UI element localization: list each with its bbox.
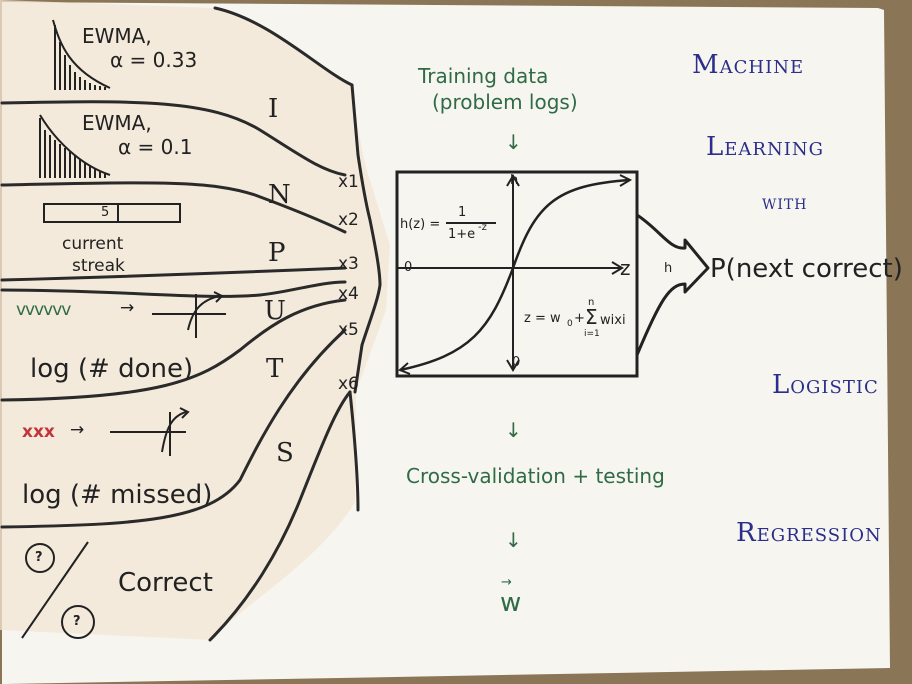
streak-box-value: 5: [101, 205, 110, 220]
z-formula-w0-subscript: 0: [567, 319, 573, 329]
title-regression: Regression: [736, 518, 882, 548]
h-formula-denominator: 1+e: [448, 227, 476, 242]
streak-box: [43, 203, 181, 223]
ewma-slow-alpha: α = 0.1: [118, 135, 193, 159]
z-axis-label: z: [620, 256, 631, 280]
fraction-numerator: ?: [35, 550, 43, 565]
z-formula-sigma: Σ: [585, 305, 598, 329]
training-data-line2: (problem logs): [432, 90, 578, 114]
inputs-letter-s: S: [276, 438, 294, 468]
fraction-denominator: ?: [73, 614, 81, 629]
validation-text: Cross-validation + testing: [406, 464, 665, 488]
stream-boundaries: [0, 6, 382, 642]
title-with: with: [762, 190, 808, 214]
z-formula-plus: +: [574, 311, 585, 326]
feature-x1: x1: [338, 172, 359, 192]
inputs-letter-i: I: [268, 94, 279, 124]
feature-x3: x3: [338, 254, 359, 274]
feature-x4: x4: [338, 284, 359, 304]
feature-x5: x5: [338, 320, 359, 340]
log-curve-done-icon: [152, 291, 226, 338]
title-machine: Machine: [692, 50, 805, 80]
ewma-fast-title: EWMA,: [82, 24, 152, 48]
weights-label: w: [500, 588, 522, 618]
validation-arrow-2: ↓: [505, 528, 522, 552]
z-formula-lhs: z = w: [524, 311, 561, 326]
inputs-letter-p: P: [268, 238, 286, 268]
output-result: P(next correct): [710, 254, 903, 284]
title-learning: Learning: [706, 132, 824, 162]
fraction-correct: [21, 541, 95, 639]
ewma-fast-sparkline: [52, 19, 111, 90]
feature-x2: x2: [338, 210, 359, 230]
sigmoid-panel: [395, 170, 639, 378]
ewma-slow-sparkline: [39, 114, 111, 178]
feature-x6: x6: [338, 374, 359, 394]
output-arrow: [635, 213, 710, 356]
h-axis-label: h: [510, 173, 519, 188]
h-formula-bar: [446, 222, 496, 224]
ewma-slow-title: EWMA,: [82, 111, 152, 135]
check-arrow: →: [120, 298, 135, 318]
log-curve-missed-icon: [110, 407, 190, 456]
title-logistic: Logistic: [772, 370, 879, 400]
log-done-label: log (# done): [30, 354, 194, 384]
h-formula-lhs: h(z) =: [400, 217, 441, 232]
inputs-letter-t: T: [266, 354, 284, 384]
correct-label: Correct: [118, 568, 213, 598]
ewma-fast-alpha: α = 0.33: [110, 48, 198, 72]
output-h-label: h: [664, 261, 673, 276]
training-data-line1: Training data: [418, 64, 549, 88]
weights-vector-arrow: →: [501, 575, 512, 590]
z-formula-term: wixi: [600, 313, 626, 328]
log-missed-label: log (# missed): [22, 480, 213, 510]
cross-marks: xxx: [22, 422, 55, 442]
check-marks: vvvvvv: [16, 300, 71, 320]
zero-mark: 0: [512, 355, 521, 370]
validation-arrow: ↓: [505, 418, 522, 442]
training-arrow: ↓: [505, 130, 522, 154]
z-formula-sum-bottom: i=1: [584, 329, 600, 339]
cross-arrow: →: [70, 420, 85, 440]
z-formula-sum-top: n: [588, 297, 595, 308]
streak-label-line2: streak: [72, 256, 125, 276]
origin-label: 0: [404, 260, 413, 275]
h-formula-exponent: -z: [478, 222, 487, 233]
streak-label-line1: current: [62, 234, 124, 254]
inputs-letter-u: U: [264, 296, 286, 326]
h-formula-numerator: 1: [458, 205, 467, 220]
sigmoid-curve: [399, 178, 631, 372]
inputs-letter-n: N: [268, 180, 291, 210]
